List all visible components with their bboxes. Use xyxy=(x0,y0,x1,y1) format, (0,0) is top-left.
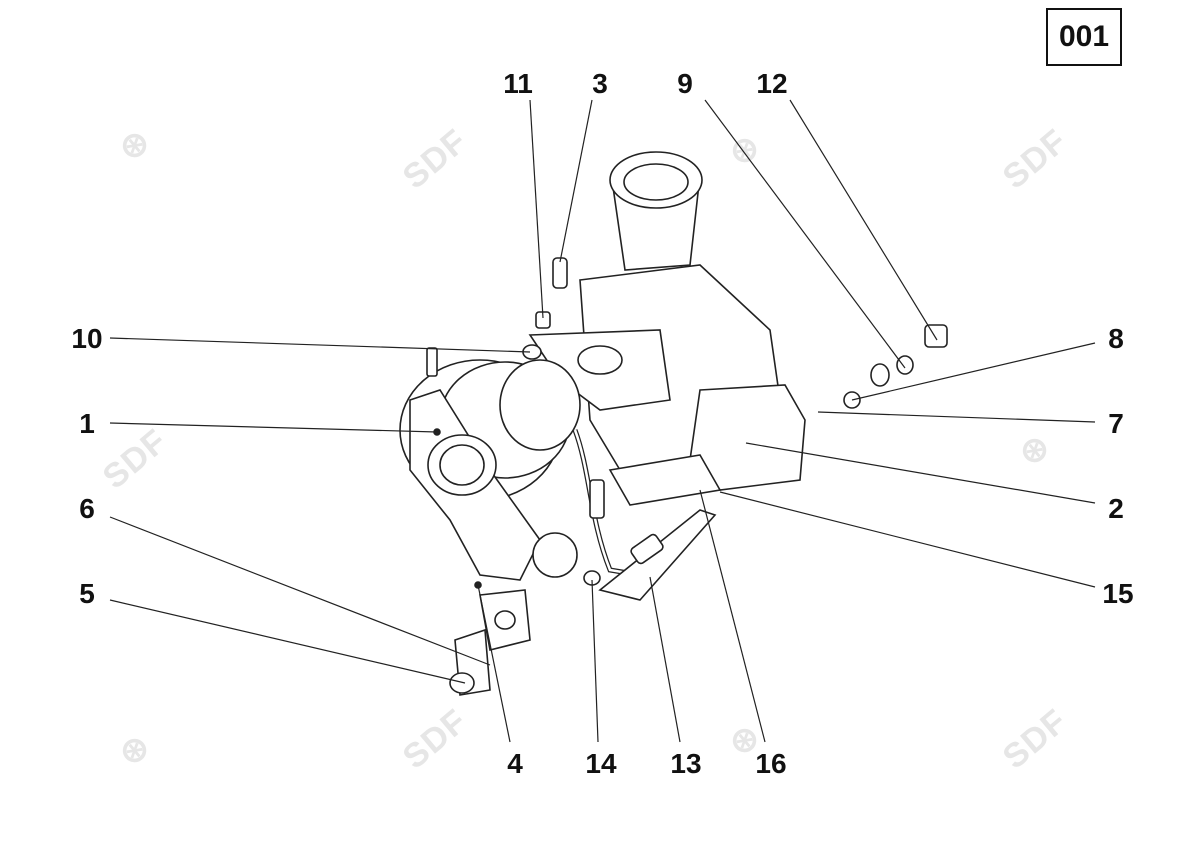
callout-8[interactable]: 8 xyxy=(1108,323,1124,354)
callout-11[interactable]: 11 xyxy=(503,68,533,99)
stud-3 xyxy=(552,257,568,289)
callout-13[interactable]: 13 xyxy=(670,748,702,779)
page-number-box: 001 xyxy=(1046,8,1122,66)
callout-2[interactable]: 2 xyxy=(1108,493,1124,524)
callout-5[interactable]: 5 xyxy=(79,578,95,609)
leader-lines xyxy=(109,99,1096,743)
callout-1[interactable]: 1 xyxy=(79,408,95,439)
washer-9 xyxy=(896,355,914,375)
callout-7[interactable]: 7 xyxy=(1108,408,1124,439)
callout-6[interactable]: 6 xyxy=(79,493,95,524)
bracket xyxy=(598,509,717,601)
callout-16[interactable]: 16 xyxy=(755,748,787,779)
callout-9[interactable]: 9 xyxy=(677,68,693,99)
bolt-12 xyxy=(924,324,948,348)
callout-15[interactable]: 15 xyxy=(1102,578,1134,609)
callout-14[interactable]: 14 xyxy=(585,748,617,779)
callout-12[interactable]: 12 xyxy=(756,68,788,99)
callout-10[interactable]: 10 xyxy=(71,323,103,354)
callout-4[interactable]: 4 xyxy=(507,748,523,779)
callout-3[interactable]: 3 xyxy=(592,68,608,99)
